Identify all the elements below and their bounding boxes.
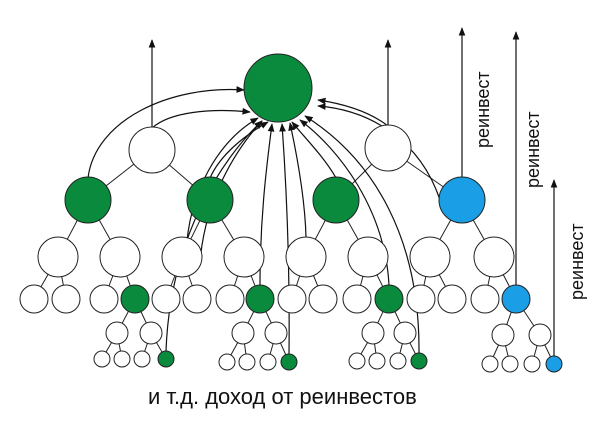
- white-node-l5f: [393, 321, 417, 345]
- white-node-l5b: [139, 321, 163, 345]
- white-node-l3e: [285, 236, 327, 278]
- arrow-from-green-l6h: [279, 123, 290, 355]
- white-node-l3a: [37, 236, 79, 278]
- green-node-l6h: [280, 353, 298, 371]
- white-node-l6c: [133, 350, 151, 368]
- white-node-l4a: [19, 284, 49, 314]
- green-node-root: [243, 53, 313, 123]
- tree-nodes: [19, 53, 563, 373]
- white-node-l1b: [364, 124, 412, 172]
- reinvest-label-3: реинвест: [567, 223, 587, 300]
- white-node-l3d: [223, 236, 265, 278]
- arrow-from-white-2: [317, 97, 389, 127]
- blue-node-l4p: [501, 284, 531, 314]
- white-node-l4j: [308, 284, 338, 314]
- arrow-from-branch-1: [185, 117, 259, 257]
- white-node-l5h: [528, 323, 552, 347]
- white-node-l4c: [89, 284, 119, 314]
- white-node-l3c: [161, 236, 203, 278]
- white-node-l4i: [277, 284, 307, 314]
- white-node-l4b: [51, 284, 81, 314]
- white-node-l6g: [259, 353, 277, 371]
- white-node-l6b: [113, 350, 131, 368]
- white-node-l5g: [491, 323, 515, 347]
- white-node-l4f: [182, 284, 212, 314]
- white-node-l3h: [473, 236, 515, 278]
- white-node-l6k: [389, 352, 407, 370]
- green-node-l2a: [64, 176, 112, 224]
- green-node-l2b: [186, 176, 234, 224]
- white-node-l5c: [231, 321, 255, 345]
- white-node-l6e: [218, 353, 236, 371]
- arrow-from-white-1: [151, 107, 251, 129]
- white-node-l3b: [99, 236, 141, 278]
- white-node-l4k: [342, 284, 372, 314]
- white-node-l6m: [481, 355, 499, 373]
- white-node-l5d: [264, 321, 288, 345]
- reinvest-label-2: реинвест: [523, 111, 543, 188]
- white-node-l3g: [409, 236, 451, 278]
- white-node-l4m: [406, 284, 436, 314]
- green-node-l4l: [374, 284, 404, 314]
- green-node-l2c: [312, 176, 360, 224]
- green-node-l4d: [120, 284, 150, 314]
- arrow-from-green-l6d: [165, 120, 263, 352]
- white-node-l6n: [501, 355, 519, 373]
- arrow-from-green-2: [209, 121, 269, 179]
- arrow-from-green-1: [87, 86, 245, 179]
- white-node-l6f: [238, 353, 256, 371]
- white-node-l5e: [361, 321, 385, 345]
- white-node-l4o: [470, 284, 500, 314]
- white-node-l6i: [348, 352, 366, 370]
- white-node-l1a: [128, 126, 176, 174]
- reinvest-label-1: реинвест: [473, 71, 493, 148]
- white-node-l5a: [105, 321, 129, 345]
- white-node-l4g: [215, 284, 245, 314]
- arrow-from-green-3: [291, 121, 337, 179]
- blue-node-l2d: [438, 176, 486, 224]
- caption: и т.д. доход от реинвестов: [148, 384, 417, 409]
- white-node-l6j: [368, 352, 386, 370]
- white-node-l6a: [93, 350, 111, 368]
- green-node-l6l: [410, 352, 428, 370]
- white-node-l4n: [437, 284, 467, 314]
- white-node-l6o: [523, 355, 541, 373]
- blue-node-l6p: [545, 355, 563, 373]
- white-node-l3f: [347, 236, 389, 278]
- green-node-l4h: [245, 284, 275, 314]
- green-node-l6d: [157, 350, 175, 368]
- arrow-from-branch-2: [288, 122, 307, 238]
- white-node-l4e: [151, 284, 181, 314]
